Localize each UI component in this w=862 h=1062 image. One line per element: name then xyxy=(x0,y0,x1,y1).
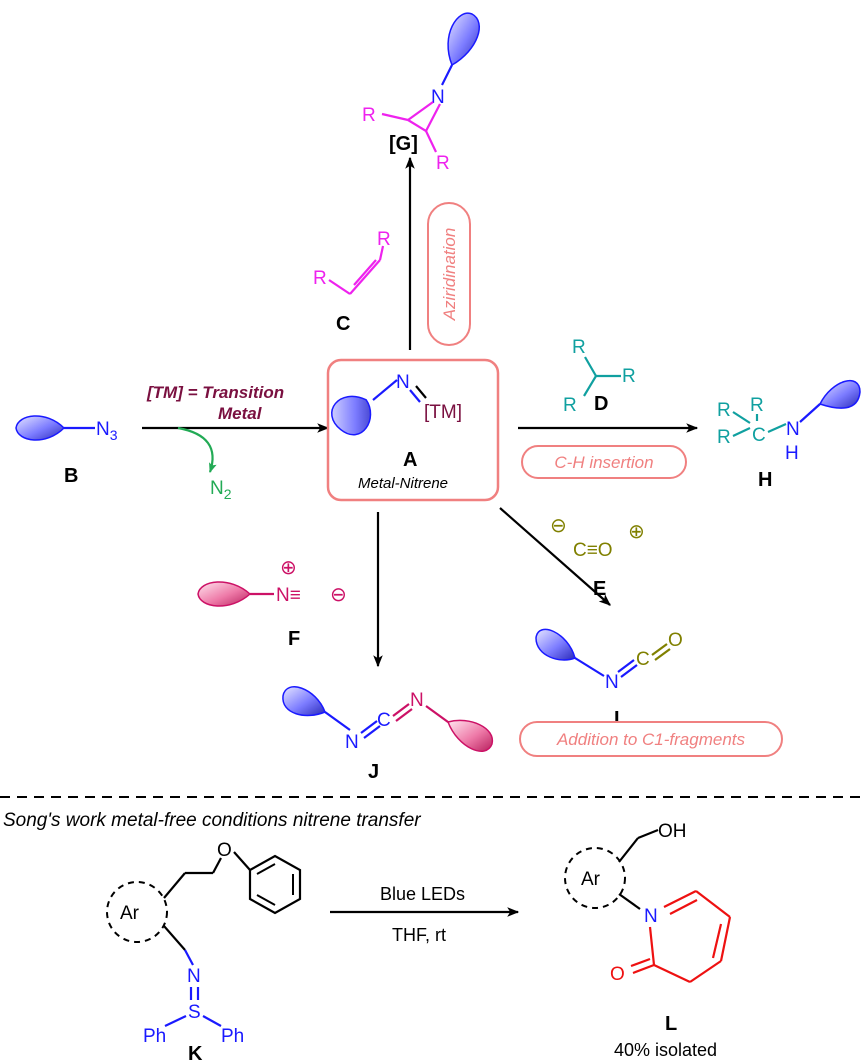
l-o: O xyxy=(610,964,625,985)
orbital-lobe-icon xyxy=(331,395,372,436)
isocyanate-c: C xyxy=(636,649,650,670)
metal-nitrene-A: N [TM] A Metal-Nitrene xyxy=(326,358,500,502)
sulfilimine-K: Ar O N S Ph Ph K xyxy=(106,840,302,1062)
aziridine-r1: R xyxy=(362,105,376,126)
orbital-lobe-icon xyxy=(447,12,481,67)
compound-label-I: I xyxy=(614,708,620,730)
isocyanate-n: N xyxy=(605,672,619,693)
amine-H: R R R C N H H xyxy=(717,380,861,491)
orbital-lobe-icon xyxy=(447,719,494,752)
alkane-r2: R xyxy=(622,366,636,387)
carbodiimide-n2: N xyxy=(410,690,424,711)
orbital-lobe-icon xyxy=(818,380,861,409)
nitrene-n-atom: N xyxy=(396,372,410,393)
compound-label-C: C xyxy=(336,313,350,335)
nitrene-box xyxy=(326,358,500,502)
orbital-lobe-icon xyxy=(197,581,252,607)
orbital-lobe-icon xyxy=(15,415,66,441)
k-n: N xyxy=(187,966,201,987)
l-ar: Ar xyxy=(581,869,601,890)
isocyanate-o: O xyxy=(668,630,683,651)
isocyanide-F: ⊕ N≡ ⊖ F xyxy=(197,557,347,650)
aziridine-G: N R R [G] xyxy=(362,12,481,174)
reaction-conditions: Blue LEDs THF, rt xyxy=(330,884,520,945)
isocyanate-I: N C O I xyxy=(535,628,683,730)
aziridine-n: N xyxy=(431,87,445,108)
section-title: Song's work metal-free conditions nitren… xyxy=(3,810,421,831)
metal-nitrene-caption: Metal-Nitrene xyxy=(358,475,448,492)
compound-label-J: J xyxy=(368,761,379,783)
phenyl-ring xyxy=(248,854,302,915)
conditions-line2: THF, rt xyxy=(392,925,446,945)
carbon-monoxide-E: ⊖ C≡O ⊕ E xyxy=(550,515,645,600)
alkene-C: R R C xyxy=(313,229,391,335)
carbodiimide-n1: N xyxy=(345,732,359,753)
l-oh: OH xyxy=(658,821,687,842)
isocyanide-plus-charge: ⊕ xyxy=(280,557,297,579)
compound-label-H: H xyxy=(758,469,772,491)
tm-definition-line2: Metal xyxy=(218,404,263,423)
compound-label-L: L xyxy=(665,1013,677,1035)
arrow-n2-release xyxy=(177,426,217,473)
amine-c: C xyxy=(752,425,766,446)
carbodiimide-c: C xyxy=(377,710,391,731)
tm-definition-line1: [TM] = Transition xyxy=(146,383,284,402)
pill-aziridination-text: Aziridination xyxy=(440,228,459,322)
azide-B: N3 B [TM] = Transition Metal N2 xyxy=(15,383,284,502)
compound-label-G: [G] xyxy=(389,133,418,155)
k-s: S xyxy=(188,1002,201,1023)
arrow-to-isocyanate xyxy=(499,507,611,606)
conditions-line1: Blue LEDs xyxy=(380,884,465,904)
transformation-pills: Aziridination C-H insertion Addition to … xyxy=(427,202,783,757)
aziridine-r2: R xyxy=(436,153,450,174)
amine-h: H xyxy=(785,443,799,464)
amine-r3: R xyxy=(717,427,731,448)
n2-byproduct: N2 xyxy=(210,478,232,502)
aryl-ring-placeholder xyxy=(564,847,626,909)
co-minus-charge: ⊖ xyxy=(550,515,567,537)
co-formula: C≡O xyxy=(573,540,613,561)
alkane-r1: R xyxy=(572,337,586,358)
compound-label-K: K xyxy=(188,1043,203,1062)
compound-label-F: F xyxy=(288,628,300,650)
compound-label-B: B xyxy=(64,465,78,487)
amine-r2: R xyxy=(717,400,731,421)
compound-label-D: D xyxy=(594,393,608,415)
orbital-lobe-icon xyxy=(282,686,326,717)
pill-ch-insertion-text: C-H insertion xyxy=(554,453,653,472)
alkene-r2: R xyxy=(377,229,391,250)
pill-ch-insertion xyxy=(521,445,687,479)
compound-label-E: E xyxy=(593,578,606,600)
isocyanide-formula: N≡ xyxy=(276,585,301,606)
compound-label-A: A xyxy=(403,449,417,471)
isocyanide-minus-charge: ⊖ xyxy=(330,584,347,606)
k-o: O xyxy=(217,840,232,861)
reaction-arrows xyxy=(142,156,699,668)
pill-addition xyxy=(519,721,783,757)
k-ph2: Ph xyxy=(221,1026,244,1047)
azepinone-L: Ar OH N O L 40% isolated xyxy=(564,821,732,1060)
k-ar: Ar xyxy=(120,903,140,924)
orbital-lobe-icon xyxy=(535,628,576,661)
metal-tm-label: [TM] xyxy=(424,402,462,423)
azide-formula: N3 xyxy=(96,419,118,443)
pill-addition-text: Addition to C1-fragments xyxy=(556,730,746,749)
alkane-D: R R R D xyxy=(563,337,636,416)
l-n: N xyxy=(644,906,658,927)
amine-n: N xyxy=(786,419,800,440)
l-yield: 40% isolated xyxy=(614,1040,717,1060)
carbodiimide-J: N C N J xyxy=(282,686,494,783)
pill-aziridination xyxy=(427,202,471,346)
k-ph1: Ph xyxy=(143,1026,166,1047)
amine-r1: R xyxy=(750,395,764,416)
alkene-r1: R xyxy=(313,268,327,289)
co-plus-charge: ⊕ xyxy=(628,521,645,543)
aryl-ring-placeholder xyxy=(106,881,168,943)
alkane-r3: R xyxy=(563,395,577,416)
